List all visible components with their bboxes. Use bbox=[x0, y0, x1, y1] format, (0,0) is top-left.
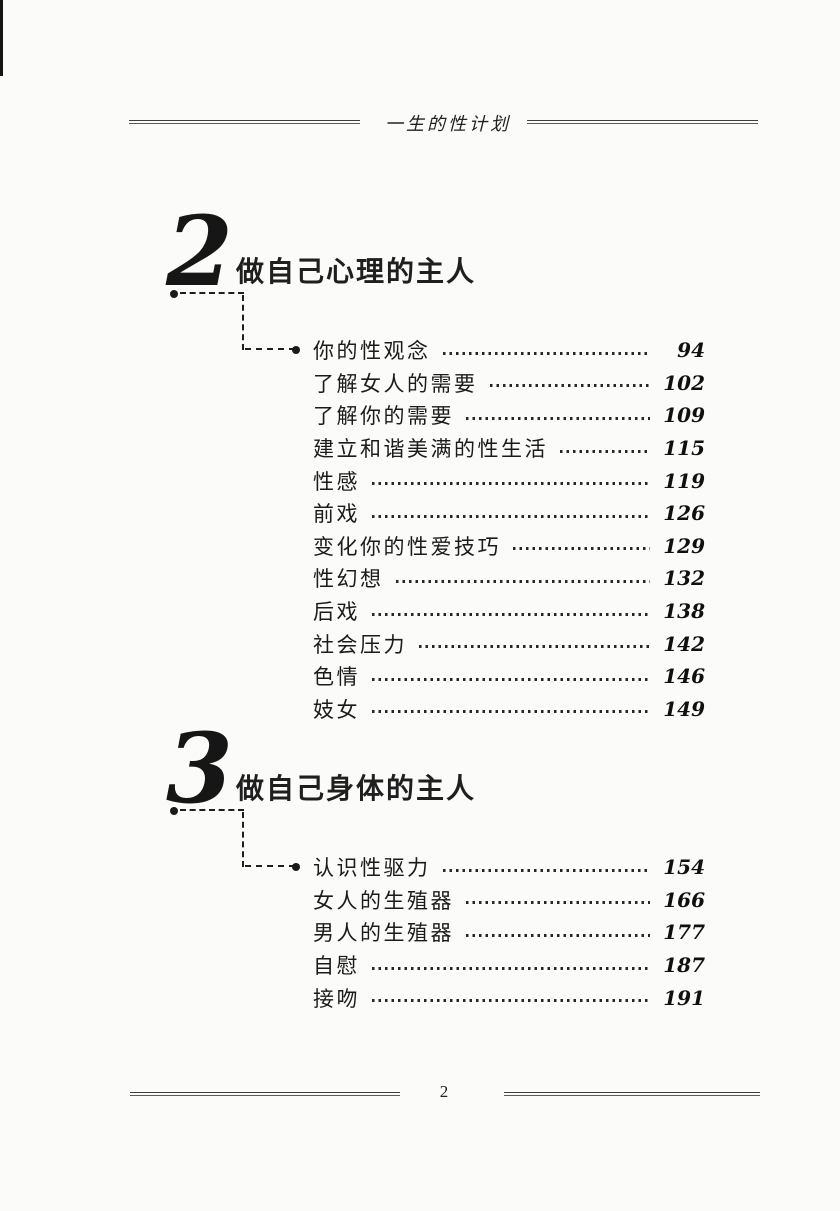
dot-leader bbox=[395, 579, 650, 583]
toc-entry: 建立和谐美满的性生活 115 bbox=[313, 432, 705, 465]
dot-leader bbox=[466, 901, 650, 905]
toc-entry-title: 了解女人的需要 bbox=[313, 371, 478, 396]
connector-end-dot bbox=[292, 346, 300, 354]
header-rule-right bbox=[527, 120, 758, 124]
toc-entry-title: 变化你的性爱技巧 bbox=[313, 534, 501, 559]
connector-line bbox=[180, 292, 244, 294]
dot-leader bbox=[372, 999, 650, 1003]
dot-leader bbox=[419, 645, 650, 649]
toc-entry: 你的性观念 94 bbox=[313, 334, 705, 367]
toc-entry: 色情 146 bbox=[313, 660, 705, 693]
toc-entry-page: 109 bbox=[663, 403, 705, 428]
connector-line bbox=[242, 812, 244, 867]
toc-entry-title: 性感 bbox=[313, 469, 360, 494]
toc-entry-page: 149 bbox=[663, 696, 705, 721]
chapter-block: 2 做自己心理的主人 你的性观念 94 了解女人的需要 102 了解你的需要 1… bbox=[0, 204, 840, 738]
toc-entry: 了解你的需要 109 bbox=[313, 399, 705, 432]
dot-leader bbox=[560, 449, 650, 453]
toc-entry-page: 102 bbox=[663, 370, 705, 395]
toc-entry: 性幻想 132 bbox=[313, 562, 705, 595]
toc-entry-page: 132 bbox=[663, 566, 705, 591]
chapter-title: 做自己身体的主人 bbox=[236, 773, 477, 804]
toc-entry: 社会压力 142 bbox=[313, 627, 705, 660]
toc-entry: 性感 119 bbox=[313, 464, 705, 497]
page-number: 2 bbox=[439, 1082, 449, 1101]
scan-artifact-bar bbox=[0, 0, 3, 76]
running-head-title: 一生的性计划 bbox=[385, 114, 511, 134]
toc-entry: 后戏 138 bbox=[313, 595, 705, 628]
toc-entry-page: 177 bbox=[663, 920, 705, 945]
dot-leader bbox=[372, 612, 650, 616]
toc-entry-title: 社会压力 bbox=[313, 632, 407, 657]
connector-line bbox=[180, 809, 244, 811]
toc-entry-page: 187 bbox=[663, 953, 705, 978]
chapter-title: 做自己心理的主人 bbox=[236, 256, 477, 287]
connector-start-dot bbox=[170, 807, 178, 815]
dot-leader bbox=[442, 351, 650, 355]
toc-entry: 前戏 126 bbox=[313, 497, 705, 530]
connector-start-dot bbox=[170, 290, 178, 298]
toc-entry-page: 115 bbox=[663, 436, 705, 461]
dot-leader bbox=[372, 677, 650, 681]
toc-entry: 了解女人的需要 102 bbox=[313, 367, 705, 400]
toc-entry-title: 了解你的需要 bbox=[313, 404, 454, 429]
toc-entry-page: 146 bbox=[663, 664, 705, 689]
toc-list: 你的性观念 94 了解女人的需要 102 了解你的需要 109 建立和谐美满的性… bbox=[313, 334, 705, 725]
toc-entry: 男人的生殖器 177 bbox=[313, 916, 705, 949]
toc-list: 认识性驱力 154 女人的生殖器 166 男人的生殖器 177 自慰 187 接… bbox=[313, 851, 705, 1014]
dot-leader bbox=[489, 384, 650, 388]
toc-entry: 女人的生殖器 166 bbox=[313, 884, 705, 917]
dot-leader bbox=[466, 933, 650, 937]
footer-rule-left bbox=[130, 1092, 400, 1096]
toc-entry-title: 妓女 bbox=[313, 697, 360, 722]
dot-leader bbox=[513, 547, 650, 551]
connector-line bbox=[245, 348, 295, 350]
toc-entry-title: 你的性观念 bbox=[313, 339, 431, 364]
connector-line bbox=[242, 295, 244, 350]
toc-entry-page: 138 bbox=[663, 599, 705, 624]
toc-entry: 变化你的性爱技巧 129 bbox=[313, 530, 705, 563]
toc-entry: 接吻 191 bbox=[313, 981, 705, 1014]
dot-leader bbox=[372, 482, 650, 486]
chapter-number: 2 bbox=[166, 195, 233, 308]
toc-entry: 自慰 187 bbox=[313, 949, 705, 982]
chapter-block: 3 做自己身体的主人 认识性驱力 154 女人的生殖器 166 男人的生殖器 1… bbox=[0, 721, 840, 1025]
dot-leader bbox=[372, 966, 650, 970]
dot-leader bbox=[372, 514, 650, 518]
toc-entry-title: 色情 bbox=[313, 665, 360, 690]
toc-entry-title: 接吻 bbox=[313, 986, 360, 1011]
toc-entry: 认识性驱力 154 bbox=[313, 851, 705, 884]
header-rule-left bbox=[129, 120, 360, 124]
footer-rule-right bbox=[504, 1092, 760, 1096]
toc-entry-title: 后戏 bbox=[313, 600, 360, 625]
connector-end-dot bbox=[292, 863, 300, 871]
toc-entry: 妓女 149 bbox=[313, 693, 705, 726]
toc-entry-page: 126 bbox=[663, 501, 705, 526]
toc-entry-title: 女人的生殖器 bbox=[313, 888, 454, 913]
toc-entry-title: 自慰 bbox=[313, 954, 360, 979]
toc-entry-page: 191 bbox=[663, 985, 705, 1010]
toc-entry-title: 认识性驱力 bbox=[313, 856, 431, 881]
dot-leader bbox=[466, 416, 650, 420]
connector-line bbox=[245, 865, 295, 867]
toc-entry-page: 154 bbox=[663, 855, 705, 880]
dot-leader bbox=[372, 710, 650, 714]
toc-entry-page: 142 bbox=[663, 631, 705, 656]
toc-entry-title: 建立和谐美满的性生活 bbox=[313, 437, 548, 462]
toc-entry-title: 男人的生殖器 bbox=[313, 921, 454, 946]
toc-entry-title: 性幻想 bbox=[313, 567, 384, 592]
toc-entry-page: 129 bbox=[663, 533, 705, 558]
toc-entry-page: 94 bbox=[677, 338, 705, 363]
toc-entry-page: 166 bbox=[663, 887, 705, 912]
toc-entry-title: 前戏 bbox=[313, 502, 360, 527]
dot-leader bbox=[442, 868, 650, 872]
chapter-number: 3 bbox=[166, 712, 233, 825]
toc-entry-page: 119 bbox=[663, 468, 705, 493]
